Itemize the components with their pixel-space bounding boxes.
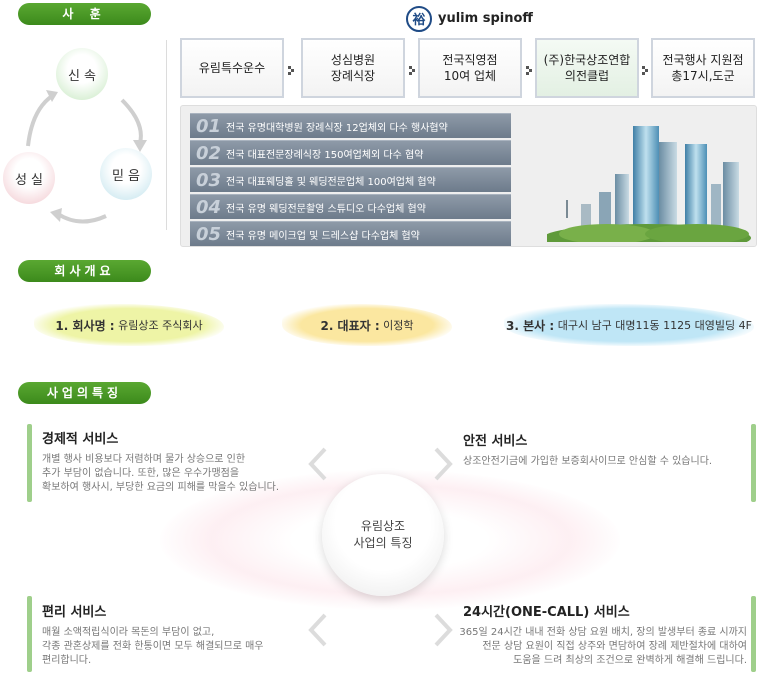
partner-label: 전국행사 지원점 [662, 53, 744, 67]
row-number: 05 [196, 223, 222, 245]
row-number: 04 [196, 196, 222, 218]
features-center-circle: 유림상조 사업의 특징 [322, 474, 444, 596]
motto-node-speed: 신 속 [56, 48, 108, 100]
achievement-row: 01 전국 유명대학병원 장례식장 12업체외 다수 행사협약 [190, 113, 511, 138]
feature-desc: 편리합니다. [42, 655, 92, 666]
partner-box-3[interactable]: 전국직영점 10여 업체 [418, 38, 522, 98]
partner-label: (주)한국상조연합 [543, 53, 631, 67]
feature-economic: 경제적 서비스 개별 행사 비용보다 저렴하며 물가 상승으로 인한 추가 부담… [42, 428, 312, 495]
brand-logo: 裕 [406, 5, 432, 32]
arrow-icon [409, 66, 417, 75]
feature-bar [27, 424, 32, 502]
arrow-icon [642, 66, 650, 75]
chevron-right-icon [434, 447, 453, 481]
overview-value: 이정학 [383, 319, 414, 332]
partner-label: 전국직영점 [442, 53, 498, 67]
chevron-left-icon [308, 613, 327, 647]
overview-ceo: 2. 대표자 : 이정학 [282, 304, 452, 346]
row-text: 전국 유명 메이크업 및 드레스샵 다수업체 협약 [226, 230, 420, 242]
overview-value: 대구시 남구 대명11동 1125 대영빌딩 4F [557, 319, 752, 332]
row-text: 전국 유명 웨딩전문촬영 스튜디오 다수업체 협약 [226, 203, 426, 215]
motto-node-trust: 믿 음 [100, 148, 152, 200]
section-title-motto: 사 훈 [18, 3, 151, 25]
feature-desc: 확보하여 행사시, 부당한 요금의 피해를 막을수 있습니다. [42, 482, 280, 493]
overview-label: 3. 본사 : [506, 318, 555, 333]
feature-title: 24시간(ONE-CALL) 서비스 [463, 605, 630, 620]
chevron-right-icon [434, 613, 453, 647]
arrow-icon [526, 66, 534, 75]
feature-convenience: 편리 서비스 매월 소액적립식이라 목돈의 부담이 없고, 각종 관혼상제를 전… [42, 601, 312, 668]
achievement-row: 02 전국 대표전문장례식장 150여업체외 다수 협약 [190, 140, 511, 165]
brand[interactable]: 裕 yulim spinoff [406, 5, 533, 32]
feature-desc: 상조안전기금에 가입한 보증회사이므로 안심할 수 있습니다. [463, 456, 713, 467]
divider [166, 40, 167, 230]
chevron-left-icon [308, 447, 327, 481]
row-text: 전국 대표웨딩홀 및 웨딩전문업체 100여업체 협약 [226, 176, 436, 188]
center-subtitle: 사업의 특징 [353, 536, 413, 550]
row-text: 전국 대표전문장례식장 150여업체외 다수 협약 [226, 149, 424, 161]
achievement-panel: 01 전국 유명대학병원 장례식장 12업체외 다수 행사협약 02 전국 대표… [180, 105, 757, 247]
overview-value: 유림상조 주식회사 [118, 319, 203, 332]
partner-label: 총17시,도군 [671, 69, 735, 83]
feature-desc: 개별 행사 비용보다 저렴하며 물가 상승으로 인한 [42, 454, 246, 465]
row-number: 03 [196, 169, 222, 191]
overview-label: 2. 대표자 : [320, 318, 380, 333]
partner-label: 성심병원 [330, 53, 376, 67]
achievement-row: 05 전국 유명 메이크업 및 드레스샵 다수업체 협약 [190, 221, 511, 246]
row-number: 01 [196, 115, 222, 137]
overview-company-name: 1. 회사명 : 유림상조 주식회사 [34, 304, 224, 346]
feature-desc: 매월 소액적립식이라 목돈의 부담이 없고, [42, 627, 215, 638]
feature-desc: 추가 부담이 없습니다. 또한, 많은 우수가맹점을 [42, 468, 240, 479]
partner-label: 유림특수운수 [198, 61, 266, 75]
cycle-arrows [26, 90, 147, 224]
feature-title: 편리 서비스 [42, 605, 107, 620]
feature-24h: 24시간(ONE-CALL) 서비스 365일 24시간 내내 전화 상담 요원… [455, 601, 747, 668]
feature-desc: 각종 관혼상제를 전화 한통이면 모두 해결되므로 매우 [42, 641, 264, 652]
feature-bar [751, 424, 756, 502]
motto-cycle: 신 속 믿 음 성 실 [0, 28, 165, 238]
partner-box-1[interactable]: 유림특수운수 [180, 38, 284, 98]
city-skyline-image [547, 126, 751, 242]
section-title-overview: 회사개요 [18, 260, 151, 282]
feature-safety: 안전 서비스 상조안전기금에 가입한 보증회사이므로 안심할 수 있습니다. [463, 430, 748, 469]
feature-title: 안전 서비스 [463, 434, 528, 449]
overview-hq: 3. 본사 : 대구시 남구 대명11동 1125 대영빌딩 4F [504, 304, 754, 346]
achievement-row: 03 전국 대표웨딩홀 및 웨딩전문업체 100여업체 협약 [190, 167, 511, 192]
feature-bar [27, 596, 32, 672]
motto-node-sincerity: 성 실 [3, 152, 55, 204]
row-number: 02 [196, 142, 222, 164]
section-title-features: 사업의특징 [18, 382, 151, 404]
partner-label: 의전클럽 [564, 69, 610, 83]
feature-desc: 도움을 드려 최상의 조건으로 완벽하게 해결해 드립니다. [513, 655, 747, 666]
overview-label: 1. 회사명 : [55, 318, 115, 333]
feature-bar [751, 596, 756, 672]
feature-title: 경제적 서비스 [42, 432, 119, 447]
arrow-icon [288, 66, 296, 75]
partner-label: 10여 업체 [443, 69, 497, 83]
partner-label: 장례식장 [330, 69, 376, 83]
feature-desc: 전문 상담 요원이 직접 상주와 면담하여 장례 제반절차에 대하여 [482, 641, 747, 652]
center-title: 유림상조 [360, 519, 406, 533]
brand-name: yulim spinoff [438, 11, 533, 26]
feature-desc: 365일 24시간 내내 전화 상담 요원 배치, 장의 발생부터 종료 시까지 [459, 627, 747, 638]
row-text: 전국 유명대학병원 장례식장 12업체외 다수 행사협약 [226, 122, 448, 134]
achievement-row: 04 전국 유명 웨딩전문촬영 스튜디오 다수업체 협약 [190, 194, 511, 219]
